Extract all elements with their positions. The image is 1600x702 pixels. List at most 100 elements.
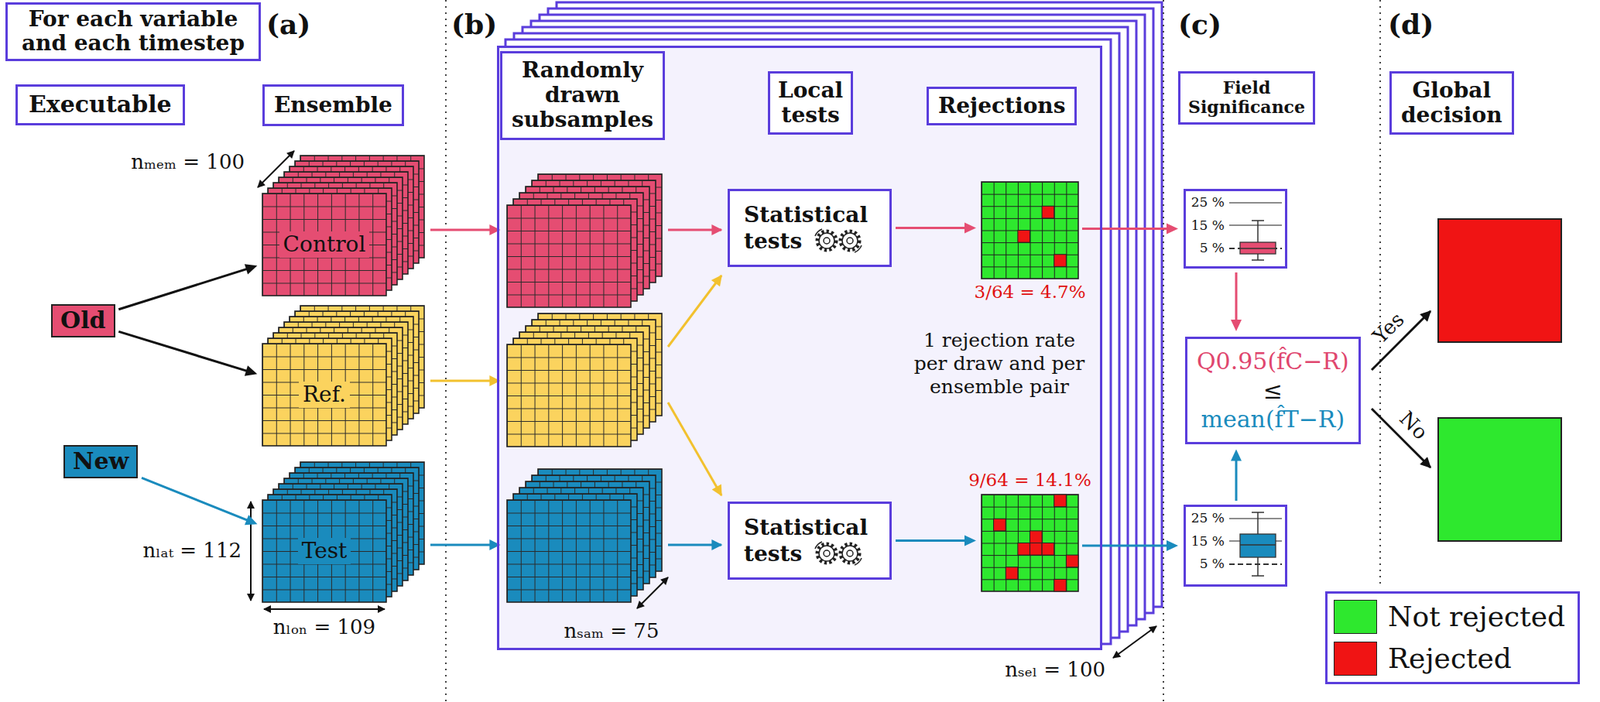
legend-text: Not rejected <box>1387 599 1566 634</box>
axis-tick: 5 % <box>1185 236 1225 261</box>
box-text: Old <box>60 307 107 335</box>
branch-label: Yes <box>1368 308 1410 350</box>
axis-tick: 25 % <box>1185 507 1225 531</box>
subsample-stack <box>507 174 662 603</box>
arrow-head <box>1230 449 1242 462</box>
header-box: Rejections <box>926 86 1077 126</box>
stack-text: Control <box>279 231 371 258</box>
dimension-arrow <box>250 150 1157 658</box>
scope-box: For each variable and each timestep <box>5 2 261 62</box>
connector-line <box>1235 459 1238 502</box>
legend-row: Rejected <box>1333 641 1566 676</box>
criterion-box: Q0.95(f̂C−R)≤mean(f̂T−R) <box>1185 336 1361 445</box>
connector-line <box>895 539 967 542</box>
process-box: Statistical tests <box>727 188 892 268</box>
arrow-head <box>964 222 977 234</box>
rejection-grid: 3/64 = 4.7% <box>981 181 1079 279</box>
header-box: Global decision <box>1389 71 1515 135</box>
header-box: Local tests <box>767 71 854 135</box>
axis-tick: 15 % <box>1185 214 1225 238</box>
flow-connector <box>1082 540 1179 552</box>
box-text: Q0.95(f̂C−R) <box>1196 346 1350 377</box>
box-text: Statistical tests <box>743 514 876 567</box>
box-text: Global decision <box>1401 78 1503 128</box>
ensemble-stack: Test <box>262 500 387 603</box>
connector-line <box>118 268 249 310</box>
header-box: Executable <box>15 84 186 126</box>
box-text: ≤ <box>1196 376 1350 406</box>
flow-connector <box>895 535 977 547</box>
panel-letter: (a) <box>266 7 311 42</box>
box-text: Executable <box>28 91 172 119</box>
decision-square <box>1438 219 1562 542</box>
box-text: Statistical tests <box>743 202 876 254</box>
connector-line <box>1082 544 1169 548</box>
stack-text: Ref. <box>298 381 350 408</box>
dimension-label: nₛₐₘ = 75 <box>564 619 660 644</box>
boxplot-box: 25 %15 %5 % <box>1183 504 1288 587</box>
ensemble-stack: Ref. <box>262 343 387 446</box>
flow-connector <box>118 331 257 376</box>
panel-fill <box>496 45 1103 651</box>
arrow-head <box>244 365 257 376</box>
panel-letter: (c) <box>1178 7 1222 42</box>
gear-icon <box>815 229 862 566</box>
boxplot-box: 25 %15 %5 % <box>1183 188 1288 269</box>
process-box: Statistical tests <box>727 501 892 580</box>
executable-box: New <box>63 445 138 479</box>
box-text: Rejections <box>938 93 1066 119</box>
dimension-label: nₛₑₗ = 100 <box>1004 657 1106 682</box>
flow-connector <box>1082 223 1179 235</box>
dimension-label: nₗₒₙ = 109 <box>273 615 376 640</box>
legend-swatch <box>1333 599 1378 634</box>
legend-row: Not rejected <box>1333 599 1566 634</box>
legend-text: Rejected <box>1387 641 1512 676</box>
connector-line <box>895 226 967 230</box>
header-box: Field Significance <box>1178 71 1316 125</box>
flow-connector <box>1230 272 1242 332</box>
box-text: Randomly drawn subsamples <box>511 58 654 134</box>
connector-line <box>1082 227 1169 230</box>
box-text: mean(f̂T−R) <box>1196 404 1350 435</box>
executable-box: Old <box>51 304 116 338</box>
box-text: For each variable and each timestep <box>13 7 253 56</box>
legend-box: Not rejectedRejected <box>1325 591 1580 685</box>
flow-connector <box>895 222 977 234</box>
box-text: New <box>72 448 129 476</box>
flow-connector <box>118 263 257 310</box>
rejection-grid: 9/64 = 14.1% <box>981 494 1079 592</box>
connector-line <box>118 331 249 371</box>
arrow-head <box>1230 319 1242 332</box>
box-text: Field Significance <box>1188 78 1306 118</box>
arrow-head <box>964 535 977 547</box>
arrow-head <box>244 514 258 525</box>
column-separators <box>445 0 1381 702</box>
arrow-head <box>1166 540 1179 552</box>
draw-panel: 1 rejection rate per draw and per ensemb… <box>496 45 1103 651</box>
box-text: Ensemble <box>274 92 393 118</box>
dimension-label: nₘₑₘ = 100 <box>130 150 245 175</box>
panel-letter: (d) <box>1387 7 1434 42</box>
panel-letter: (b) <box>451 7 497 42</box>
connector-line <box>1235 272 1238 323</box>
box-text: Local tests <box>777 78 843 128</box>
axis-tick: 5 % <box>1185 552 1225 576</box>
branch-label: No <box>1394 406 1433 445</box>
flow-connector <box>1230 449 1242 502</box>
arrow-head <box>244 263 257 275</box>
axis-tick: 25 % <box>1185 191 1225 215</box>
ensemble-stack: Control <box>262 193 387 296</box>
legend-swatch <box>1333 641 1378 676</box>
panel-note: 1 rejection rate per draw and per ensemb… <box>904 328 1095 399</box>
stack-text: Test <box>298 537 352 565</box>
header-box: Randomly drawn subsamples <box>500 51 665 141</box>
flow-connector <box>141 477 258 525</box>
rate-caption: 9/64 = 14.1% <box>968 469 1092 492</box>
dimension-label: nₗₐₜ = 112 <box>143 538 242 563</box>
flow-arrow <box>430 229 1431 545</box>
axis-tick: 15 % <box>1185 530 1225 554</box>
header-box: Ensemble <box>262 84 405 127</box>
ensemble-stack <box>262 155 425 603</box>
connector-line <box>141 477 249 521</box>
